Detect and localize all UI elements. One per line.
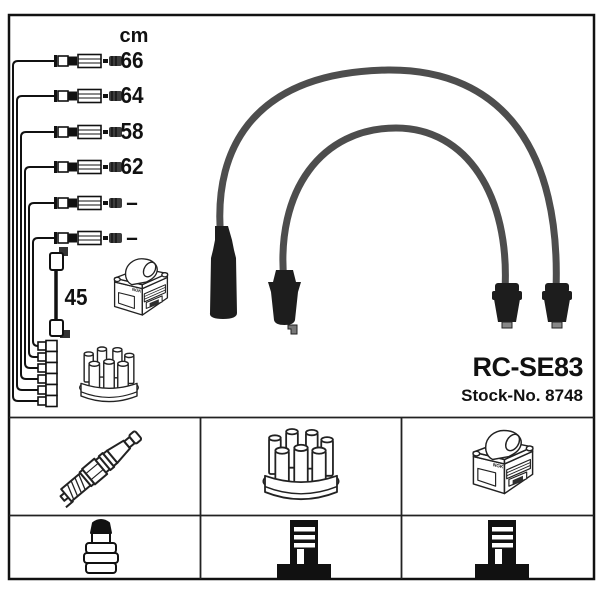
ignition-coil-icon <box>472 429 534 495</box>
lead-cable-4 <box>24 166 55 369</box>
ignition-lead-arcs <box>209 66 572 335</box>
lead-connector-assemblies <box>54 53 122 246</box>
plug-boot-icon <box>277 520 331 578</box>
cable-length-value: 58 <box>120 118 144 144</box>
plug-boot-icon <box>475 520 529 578</box>
cable-length-value: 64 <box>120 82 144 108</box>
lead-connector-assembly <box>54 159 122 175</box>
cable-length-value: – <box>126 224 138 250</box>
straight-plug-boot <box>209 226 237 319</box>
bundle-connector <box>37 339 58 353</box>
plug-boot-right-outer <box>542 283 572 329</box>
product-model: RC-SE83 <box>472 352 583 382</box>
coil-lead-length: 45 <box>64 284 88 310</box>
outer-ignition-lead <box>216 66 560 291</box>
lead-connector-assembly <box>54 53 122 69</box>
cable-length-value: 62 <box>120 153 144 179</box>
ignition-coil-drawing <box>113 258 169 316</box>
lead-cable-3 <box>20 131 55 380</box>
bundle-connector <box>37 350 58 364</box>
lead-cable-5 <box>28 202 55 358</box>
plug-boot-left <box>268 270 301 335</box>
bundle-connector <box>37 372 58 386</box>
spark-plug-icon <box>59 430 143 509</box>
lead-connector-assembly <box>54 195 122 211</box>
lead-cable-6 <box>32 237 55 347</box>
lead-cable-1 <box>12 60 55 402</box>
legend-grid-lines <box>9 416 594 579</box>
lead-connector-assembly <box>54 230 122 246</box>
ignition-lead-rows <box>12 60 55 402</box>
lead-connector-assembly <box>54 124 122 140</box>
distributor-cap-drawing <box>78 346 140 403</box>
lead-connector-assembly <box>54 88 122 104</box>
inner-ignition-lead <box>279 124 509 291</box>
distributor-cap-icon <box>262 428 340 501</box>
unit-header: cm <box>119 25 149 47</box>
bundle-connector <box>37 394 58 408</box>
coil-lead-drawing <box>49 247 70 338</box>
plug-boot-right-inner <box>492 283 522 329</box>
bundle-connector <box>37 383 58 397</box>
cable-length-value: 66 <box>120 47 144 73</box>
bundle-connector <box>37 361 58 375</box>
cable-length-value: – <box>126 189 138 215</box>
image-border <box>7 13 596 581</box>
stock-number: Stock-No. 8748 <box>461 386 583 405</box>
lead-cable-2 <box>16 95 55 391</box>
terminal-nut-icon <box>83 519 119 574</box>
bundle-end-connectors <box>37 339 58 408</box>
